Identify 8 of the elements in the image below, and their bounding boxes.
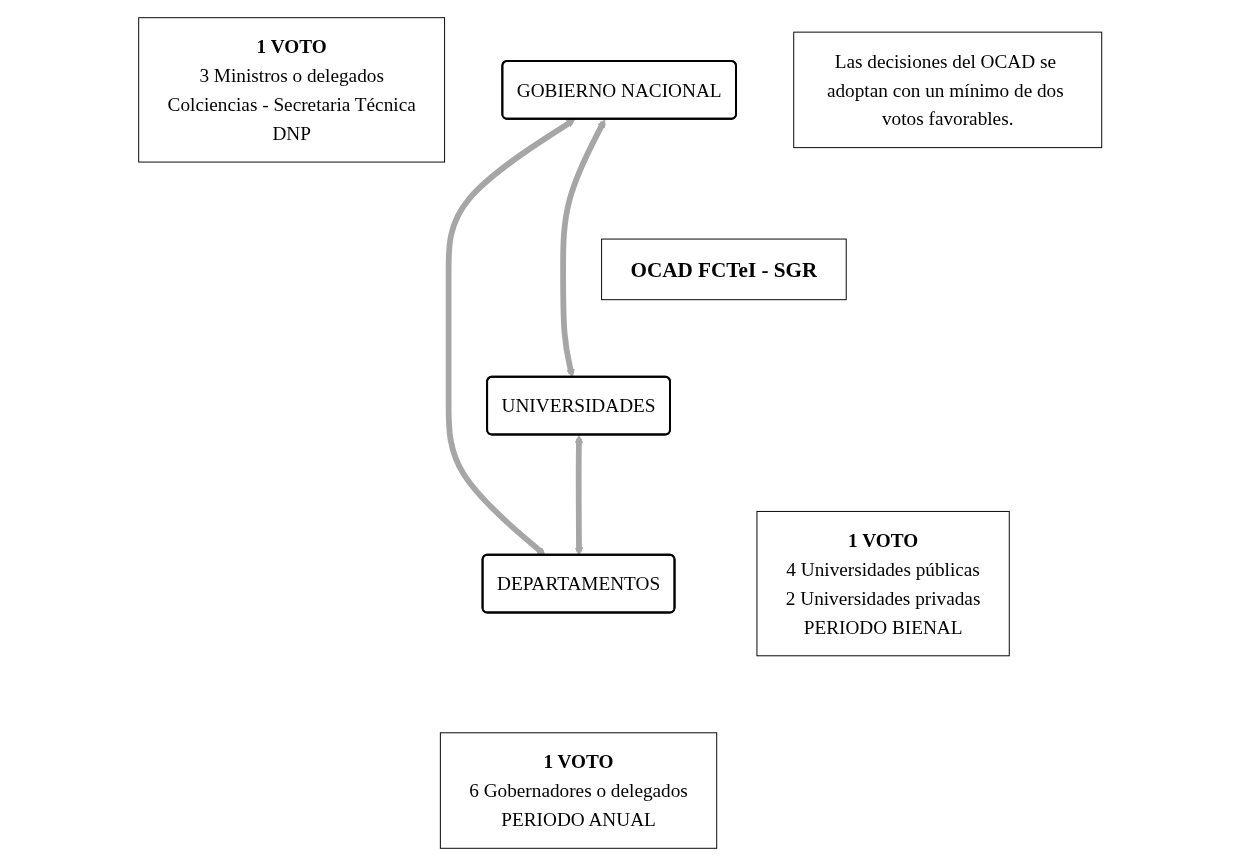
arrow bbox=[560, 119, 607, 378]
node-box: 1 VOTO 3 Ministros o delegados Colciencias - Secretaria Técnica DNP bbox=[138, 17, 446, 163]
arrow bbox=[574, 434, 584, 556]
node-box: 1 VOTO 6 Gobernadores o delegados PERIODO ANUAL bbox=[440, 732, 718, 849]
node-box: 1 VOTO 4 Universidades públicas 2 Universidades privadas PERIODO BIENAL bbox=[756, 510, 1010, 657]
node-box: OCAD FCTeI - SGR bbox=[601, 238, 847, 301]
arrow bbox=[446, 118, 576, 556]
node-box: Las decisiones del OCAD se adoptan con un mínimo de dos votos favorables. bbox=[793, 31, 1103, 149]
